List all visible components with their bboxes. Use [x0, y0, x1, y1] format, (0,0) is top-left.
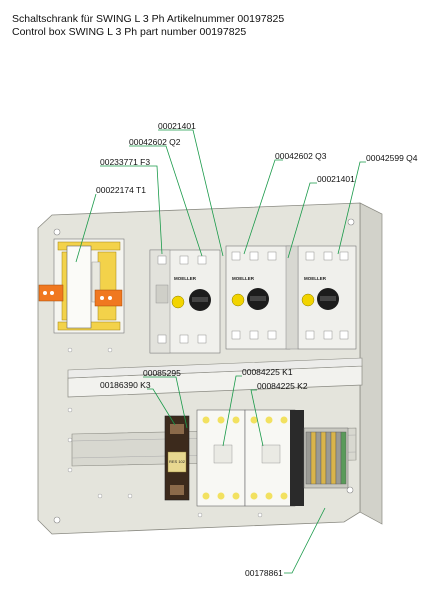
plate-holes [67, 347, 353, 518]
leader-00021401-a [158, 129, 224, 257]
relay-k3: RES 102 [164, 415, 190, 501]
title-english: Control box SWING L 3 Ph part number 001… [12, 26, 247, 38]
leader-00178861 [284, 507, 326, 574]
breaker-group: MOELLER MOELLER MOELLER [149, 245, 357, 354]
leader-00084225-k2 [250, 389, 264, 447]
leader-00042602-q3 [243, 159, 283, 255]
leader-00085295 [143, 376, 188, 429]
callout-00042599-q4: 00042599 Q4 [366, 153, 418, 163]
leader-00021401-b [287, 182, 317, 259]
callout-00042602-q3: 00042602 Q3 [275, 151, 327, 161]
callout-00042602-q2: 00042602 Q2 [129, 137, 181, 147]
callout-00186390-k3: 00186390 K3 [100, 380, 151, 390]
callout-00022174-t1: 00022174 T1 [96, 185, 146, 195]
relay-label: RES 102 [169, 459, 186, 464]
brand-label-q2: MOELLER [174, 276, 197, 281]
mount-hole [346, 486, 354, 494]
cable-duct [67, 357, 363, 398]
transformer-t1 [38, 238, 125, 334]
leader-00233771-f3 [100, 165, 163, 255]
leader-00022174-t1 [75, 193, 97, 263]
side-flange [359, 202, 383, 525]
callout-00021401-b: 00021401 [317, 174, 355, 184]
title-german: Schaltschrank für SWING L 3 Ph Artikelnu… [12, 13, 285, 25]
leader-00186390-k3 [147, 388, 176, 426]
callout-00021401-a: 00021401 [158, 121, 196, 131]
callout-00084225-k1: 00084225 K1 [242, 367, 293, 377]
mount-hole [53, 228, 61, 236]
callout-00233771-f3: 00233771 F3 [100, 157, 151, 167]
callout-00178861: 00178861 [245, 568, 283, 578]
contactor-k2 [244, 409, 304, 507]
contactor-k1 [196, 409, 246, 507]
mount-hole [53, 516, 61, 524]
brand-label-q3: MOELLER [232, 276, 255, 281]
leader-00042599-q4 [337, 161, 366, 255]
callout-00084225-k2: 00084225 K2 [257, 381, 308, 391]
leader-lines [75, 129, 366, 574]
callout-00085295: 00085295 [143, 368, 181, 378]
mount-hole [347, 218, 355, 226]
brand-label-q4: MOELLER [304, 276, 327, 281]
terminal-block [303, 427, 349, 489]
leader-00042602-q2 [129, 145, 203, 257]
leader-00084225-k1 [222, 375, 242, 447]
